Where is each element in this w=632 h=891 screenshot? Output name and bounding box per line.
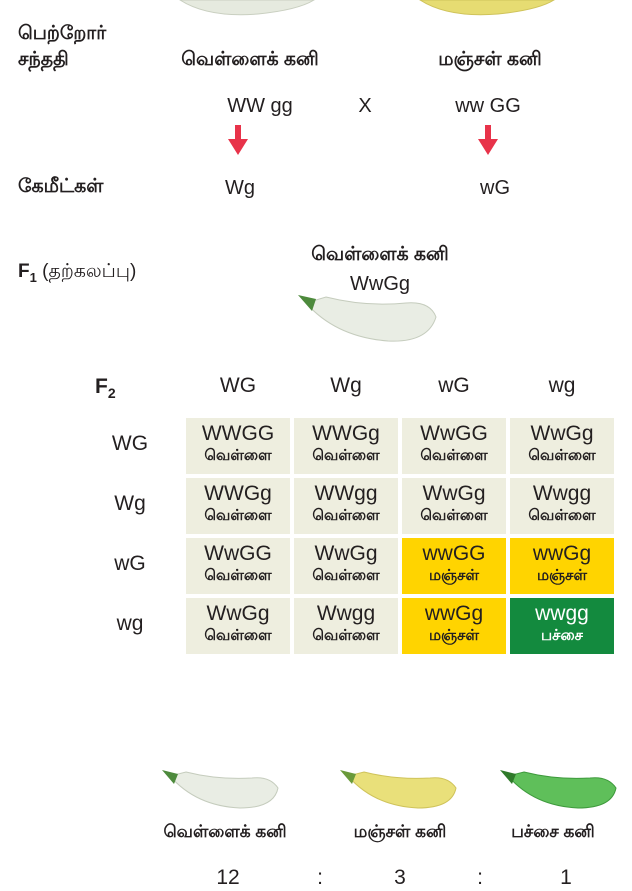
punnett-cell: wwGg மஞ்சள்: [510, 538, 614, 594]
f2-label-sub: 2: [107, 385, 116, 402]
punnett-cell-genotype: WWGg: [312, 422, 380, 445]
punnett-cell-phenotype: வெள்ளை: [312, 447, 380, 464]
punnett-cell-phenotype: வெள்ளை: [204, 507, 272, 524]
punnett-cell: WWGg வெள்ளை: [294, 418, 398, 474]
punnett-cell-phenotype: பச்சை: [541, 627, 583, 644]
result-yellow-name: மஞ்சள் கனி: [353, 822, 447, 841]
parents-label-line1: பெற்றோர்: [18, 23, 107, 44]
f1-label: F1 (தற்கலப்பு): [18, 260, 136, 290]
punnett-cell: WWGg வெள்ளை: [186, 478, 290, 534]
white-fruit-icon: [298, 295, 437, 342]
ratio-separator: :: [317, 866, 323, 889]
punnett-cell-phenotype: வெள்ளை: [528, 507, 596, 524]
down-arrow-icon: [228, 125, 248, 155]
punnett-column-header: WG: [219, 374, 257, 397]
punnett-cell-phenotype: வெள்ளை: [204, 447, 272, 464]
yellow-fruit-icon: [340, 770, 457, 809]
ratio-green-count: 1: [560, 866, 572, 889]
f1-label-sub: 1: [29, 269, 37, 285]
punnett-row-header: WG: [111, 432, 149, 455]
punnett-cell-phenotype: வெள்ளை: [312, 627, 380, 644]
punnett-cell-genotype: WwGg: [422, 482, 486, 505]
f1-name: வெள்ளைக் கனி: [311, 244, 449, 265]
punnett-cell-genotype: WwGG: [204, 542, 272, 565]
down-arrow-icon: [478, 125, 498, 155]
green-fruit-icon: [500, 770, 617, 809]
punnett-row-header: wg: [116, 612, 144, 635]
f1-label-paren: (தற்கலப்பு): [36, 261, 137, 282]
punnett-cell-genotype: WWGG: [201, 422, 275, 445]
f2-label-letter: F: [95, 375, 108, 398]
punnett-cell-genotype: Wwgg: [316, 602, 376, 625]
parent-white-genotype: WW gg: [227, 95, 293, 117]
punnett-cell-genotype: wwGg: [424, 602, 484, 625]
punnett-cell-genotype: WwGG: [420, 422, 488, 445]
f2-label: F2: [95, 375, 116, 401]
punnett-cell-phenotype: வெள்ளை: [420, 507, 488, 524]
punnett-cell: wwGG மஞ்சள்: [402, 538, 506, 594]
punnett-cell: WwGg வெள்ளை: [186, 598, 290, 654]
ratio-white-count: 12: [216, 866, 240, 889]
parent-yellow-name: மஞ்சள் கனி: [438, 49, 542, 70]
punnett-cell: WwGg வெள்ளை: [294, 538, 398, 594]
punnett-cell-phenotype: வெள்ளை: [528, 447, 596, 464]
f1-label-letter: F: [18, 261, 30, 282]
f1-genotype: WwGg: [350, 273, 410, 295]
punnett-column-header: wg: [548, 374, 576, 397]
punnett-cell-genotype: wwGg: [532, 542, 592, 565]
punnett-cell: wwGg மஞ்சள்: [402, 598, 506, 654]
ratio-separator: :: [477, 866, 483, 889]
punnett-cell: WWGG வெள்ளை: [186, 418, 290, 474]
punnett-cell-phenotype: மஞ்சள்: [428, 627, 480, 644]
punnett-cell-phenotype: மஞ்சள்: [536, 567, 588, 584]
white-fruit-icon: [179, 0, 315, 16]
punnett-cell-genotype: WwGg: [314, 542, 378, 565]
punnett-cell-genotype: WWgg: [314, 482, 378, 505]
punnett-cell-phenotype: வெள்ளை: [420, 447, 488, 464]
parent-yellow-genotype: ww GG: [455, 95, 521, 117]
punnett-cell-genotype: WwGg: [206, 602, 270, 625]
punnett-cell-phenotype: வெள்ளை: [312, 567, 380, 584]
result-white-name: வெள்ளைக் கனி: [163, 822, 287, 841]
punnett-cell-phenotype: வெள்ளை: [204, 627, 272, 644]
parents-label-line2: சந்ததி: [18, 49, 69, 70]
punnett-cell-genotype: WwGg: [530, 422, 594, 445]
punnett-row-header: Wg: [114, 492, 146, 515]
cross-symbol: X: [358, 95, 372, 117]
result-green-name: பச்சை கனி: [511, 822, 595, 841]
punnett-row-header: wG: [114, 552, 146, 575]
yellow-gamete: wG: [480, 177, 510, 199]
punnett-cell-phenotype: வெள்ளை: [204, 567, 272, 584]
white-fruit-icon: [162, 770, 279, 809]
ratio-yellow-count: 3: [394, 866, 406, 889]
parent-white-name: வெள்ளைக் கனி: [181, 49, 319, 70]
punnett-cell-phenotype: வெள்ளை: [312, 507, 380, 524]
punnett-cell-genotype: Wwgg: [532, 482, 592, 505]
punnett-cell: WwGG வெள்ளை: [402, 418, 506, 474]
punnett-cell: WWgg வெள்ளை: [294, 478, 398, 534]
punnett-column-header: wG: [438, 374, 470, 397]
punnett-cell-genotype: wwGG: [422, 542, 486, 565]
punnett-cell-genotype: WWGg: [204, 482, 272, 505]
punnett-cell: WwGG வெள்ளை: [186, 538, 290, 594]
punnett-cell: Wwgg வெள்ளை: [510, 478, 614, 534]
yellow-fruit-icon: [419, 0, 555, 16]
punnett-cell-phenotype: மஞ்சள்: [428, 567, 480, 584]
punnett-cell: wwgg பச்சை: [510, 598, 614, 654]
white-gamete: Wg: [225, 177, 255, 199]
punnett-cell: WwGg வெள்ளை: [402, 478, 506, 534]
punnett-cell: Wwgg வெள்ளை: [294, 598, 398, 654]
punnett-cell-genotype: wwgg: [535, 602, 589, 625]
punnett-column-header: Wg: [330, 374, 362, 397]
gametes-label: கேமீட்கள்: [18, 176, 104, 197]
punnett-cell: WwGg வெள்ளை: [510, 418, 614, 474]
